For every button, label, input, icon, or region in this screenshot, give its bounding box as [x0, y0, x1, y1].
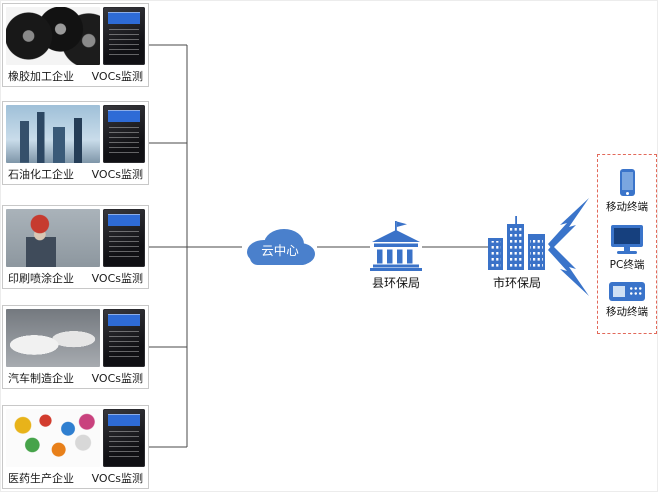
device-text-lines: [109, 331, 139, 359]
monitor-icon: [610, 224, 643, 254]
device-label: VOCs监测: [91, 167, 143, 181]
spray-painting-photo: [6, 209, 100, 267]
facility-label: 医药生产企业: [8, 471, 74, 485]
device-screen: [108, 414, 140, 426]
device-text-lines: [109, 431, 139, 459]
device-label: VOCs监测: [91, 271, 143, 285]
pills-photo: [6, 409, 100, 467]
facility-card-rubber: 橡胶加工企业 VOCs监测: [2, 3, 149, 87]
facility-label: 汽车制造企业: [8, 371, 74, 385]
monitor-screen: [610, 224, 643, 247]
vocs-monitor-device: [103, 7, 145, 65]
city-buildings-icon: [488, 216, 545, 270]
vocs-monitor-device: [103, 105, 145, 163]
cloud-icon: 云中心: [247, 229, 315, 265]
wired-links: [149, 44, 489, 448]
government-building-icon: [370, 221, 422, 271]
terminal-label: PC终端: [609, 258, 645, 271]
device-screen: [108, 110, 140, 122]
facility-card-automobile: 汽车制造企业 VOCs监测: [2, 305, 149, 389]
monitor-base: [616, 250, 637, 254]
vocs-monitor-device: [103, 309, 145, 367]
device-text-lines: [109, 231, 139, 259]
car-factory-photo: [6, 309, 100, 367]
device-screen: [108, 214, 140, 226]
refinery-photo: [6, 105, 100, 163]
tires-photo: [6, 7, 100, 65]
terminal-label: 移动终端: [606, 305, 648, 318]
device-text-lines: [109, 127, 139, 155]
monitor-stand: [623, 246, 630, 251]
terminal-pc: PC终端: [609, 224, 645, 272]
terminal-panel: 移动终端 PC终端 移动终端: [597, 154, 657, 334]
county-bureau-node: [368, 221, 424, 271]
terminal-mobile-top: 移动终端: [606, 169, 648, 214]
device-screen: [108, 314, 140, 326]
device-label: VOCs监测: [91, 69, 143, 83]
facility-label: 橡胶加工企业: [8, 69, 74, 83]
vocs-monitor-device: [103, 209, 145, 267]
device-label: VOCs监测: [91, 471, 143, 485]
terminal-label: 移动终端: [606, 201, 648, 214]
handheld-icon: [609, 281, 645, 301]
phone-icon: [619, 169, 635, 197]
device-screen: [108, 12, 140, 24]
facility-label: 印刷喷涂企业: [8, 271, 74, 285]
terminal-mobile-bottom: 移动终端: [606, 281, 648, 319]
device-label: VOCs监测: [91, 371, 143, 385]
facility-card-pharma: 医药生产企业 VOCs监测: [2, 405, 149, 489]
city-bureau-label: 市环保局: [492, 276, 541, 290]
facility-label: 石油化工企业: [8, 167, 74, 181]
facility-card-petrochemical: 石油化工企业 VOCs监测: [2, 101, 149, 185]
county-bureau-label: 县环保局: [371, 276, 420, 290]
facility-card-printing: 印刷喷涂企业 VOCs监测: [2, 205, 149, 289]
lightning-bolt-up-icon: [548, 198, 589, 249]
city-bureau-node: [487, 216, 547, 270]
vocs-monitor-device: [103, 409, 145, 467]
cloud-center-node: 云中心: [242, 222, 318, 270]
cloud-label: 云中心: [261, 243, 299, 258]
device-text-lines: [109, 29, 139, 57]
